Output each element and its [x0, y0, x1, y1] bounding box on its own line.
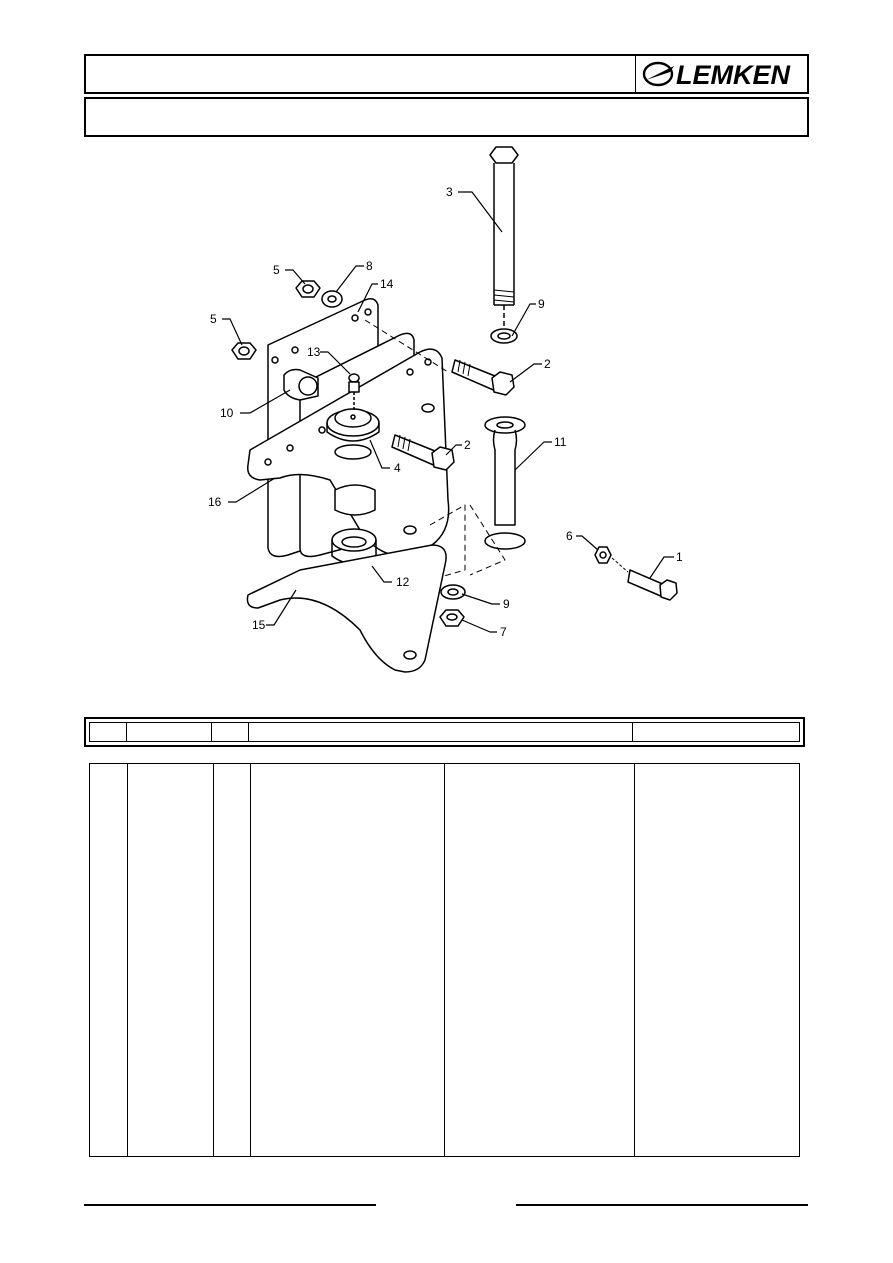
callout-4: 4 [394, 461, 401, 475]
subheader-bar [84, 97, 809, 137]
callout-9-lower: 9 [503, 597, 510, 611]
callout-5-left: 5 [210, 312, 217, 326]
header-col-divider [126, 723, 127, 741]
body-col-divider [444, 764, 445, 1156]
callout-8: 8 [366, 259, 373, 273]
footer-line-left [84, 1204, 376, 1206]
callout-3: 3 [446, 185, 453, 199]
callout-6: 6 [566, 529, 573, 543]
parts-table-body [89, 763, 800, 1157]
callout-5-upper: 5 [273, 263, 280, 277]
callout-2-lower: 2 [464, 438, 471, 452]
footer-line-right [516, 1204, 808, 1206]
callout-12: 12 [396, 575, 410, 589]
callout-15: 15 [252, 618, 266, 632]
callout-13: 13 [307, 345, 321, 359]
lemken-logo: LEMKEN [642, 60, 791, 90]
callout-7: 7 [500, 625, 507, 639]
header-col-divider [632, 723, 633, 741]
body-col-divider [127, 764, 128, 1156]
body-col-divider [213, 764, 214, 1156]
parts-table-header-inner [89, 722, 800, 742]
exploded-parts-drawing: 3 5 8 14 5 9 2 2 13 10 11 4 16 6 1 12 9 … [208, 146, 683, 673]
callout-11: 11 [554, 435, 567, 449]
callout-10: 10 [220, 406, 234, 420]
body-col-divider [250, 764, 251, 1156]
callout-1: 1 [676, 550, 683, 564]
header-col-divider [211, 723, 212, 741]
callout-16: 16 [208, 495, 222, 509]
parts-table-header [84, 717, 805, 747]
header-col-divider [248, 723, 249, 741]
brand-logo-cell: LEMKEN [635, 56, 807, 92]
brand-name: LEMKEN [676, 60, 791, 90]
callout-14: 14 [380, 277, 394, 291]
callout-9-upper: 9 [538, 297, 545, 311]
callout-2-upper: 2 [544, 357, 551, 371]
header-bar: LEMKEN [84, 54, 809, 94]
body-col-divider [634, 764, 635, 1156]
